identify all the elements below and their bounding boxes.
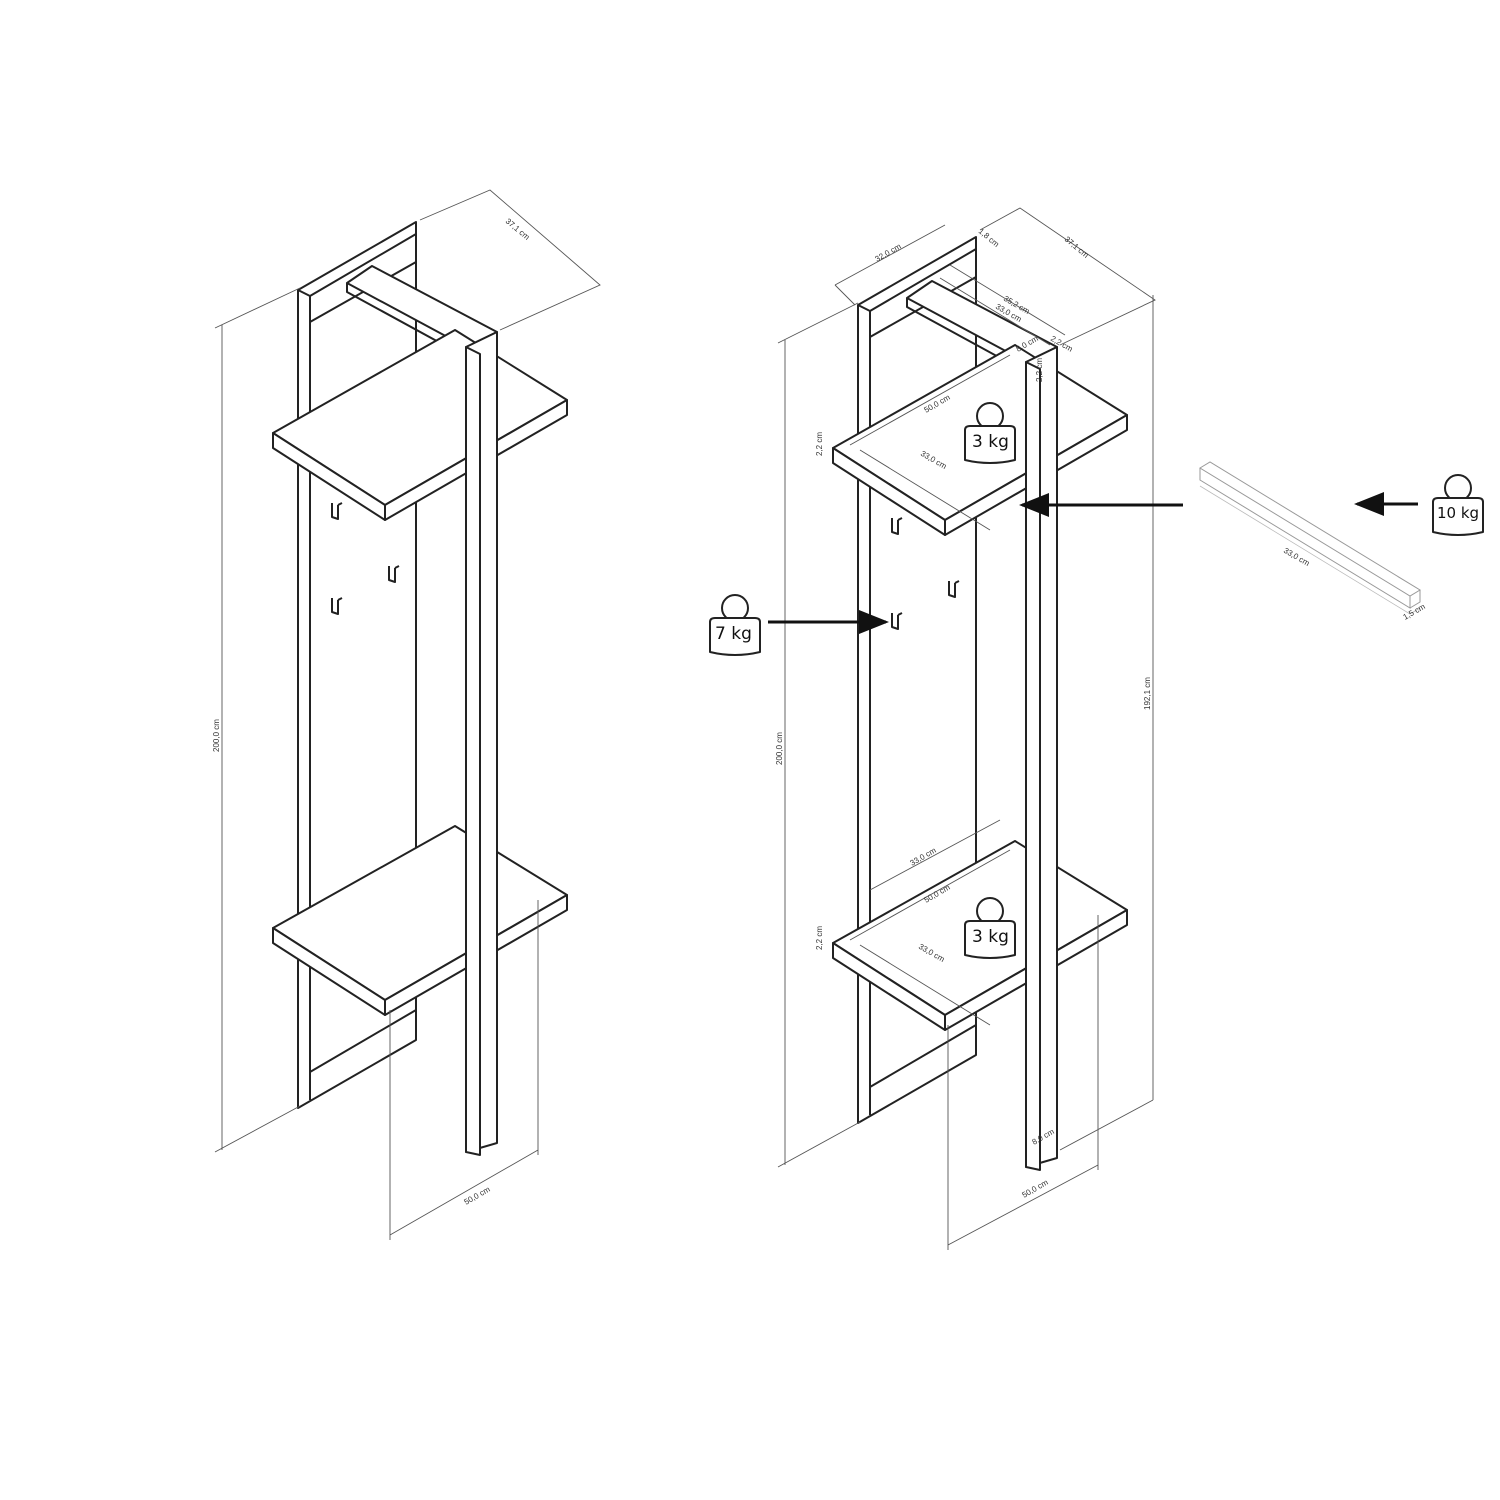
rail-load-label: 10 kg bbox=[1437, 504, 1479, 522]
right-base-width-label: 50,0 cm bbox=[1021, 1178, 1050, 1200]
rail-length-label: 33,0 cm bbox=[1282, 546, 1311, 568]
hook-load-label: 7 kg bbox=[715, 624, 752, 644]
left-depth-label: 37,1 cm bbox=[504, 217, 532, 242]
right-rack-drawing bbox=[832, 236, 1128, 1171]
left-width-label: 50,0 cm bbox=[463, 1185, 492, 1207]
right-panel-thickness-label: 1,8 cm bbox=[977, 227, 1001, 250]
right-bar-height-label: 2,2 cm bbox=[1035, 358, 1044, 382]
left-rack-drawing bbox=[272, 221, 568, 1156]
bottom-shelf-load-label: 3 kg bbox=[972, 927, 1009, 947]
rail-detail-drawing bbox=[1199, 461, 1421, 615]
right-height-label: 200,0 cm bbox=[775, 732, 784, 765]
left-height-label: 200,0 cm bbox=[212, 719, 221, 752]
top-shelf-load-label: 3 kg bbox=[972, 432, 1009, 452]
right-dimension-lines bbox=[777, 207, 1156, 1250]
bottom-shelf-thickness-label: 2,2 cm bbox=[815, 926, 824, 950]
left-dimension-lines bbox=[214, 189, 601, 1240]
top-shelf-thickness-label: 2,2 cm bbox=[815, 432, 824, 456]
right-post-height-label: 192,1 cm bbox=[1143, 677, 1152, 710]
right-panel-width-label: 32,0 cm bbox=[874, 242, 903, 264]
right-depth-label: 37,1 cm bbox=[1063, 235, 1091, 260]
